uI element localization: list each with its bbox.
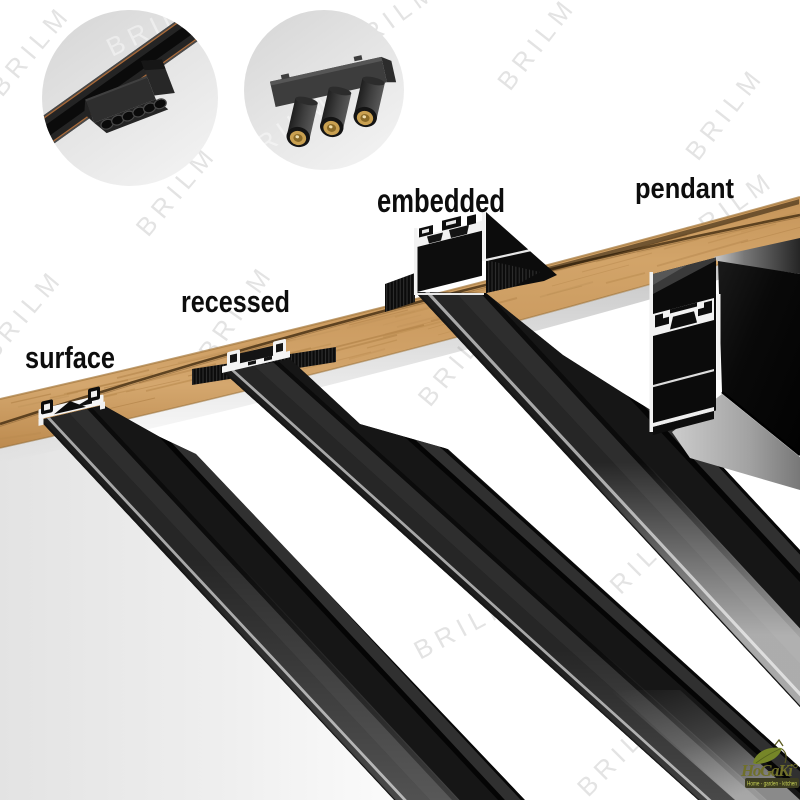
svg-text:Home - garden - kitchen: Home - garden - kitchen <box>747 782 797 788</box>
svg-text:surface: surface <box>25 340 115 375</box>
svg-text:HoGaKi: HoGaKi <box>740 761 793 780</box>
svg-text:embedded: embedded <box>377 182 505 219</box>
svg-text:pendant: pendant <box>635 173 734 205</box>
svg-text:recessed: recessed <box>181 284 290 319</box>
